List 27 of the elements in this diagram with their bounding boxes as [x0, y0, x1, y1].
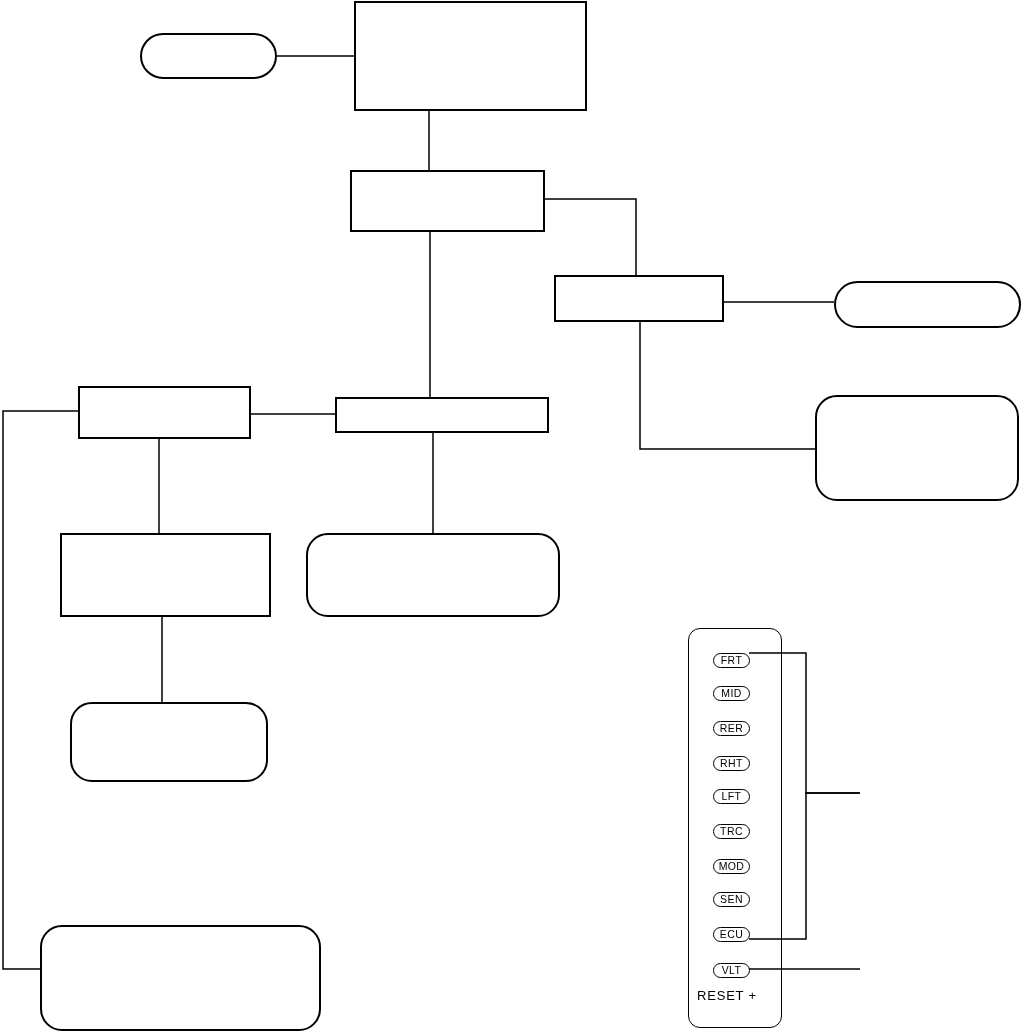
process-box	[335, 397, 549, 433]
connector-line	[428, 110, 430, 171]
process-box	[354, 1, 587, 111]
connector-line	[158, 438, 160, 534]
connector-line	[429, 231, 431, 398]
process-box	[350, 170, 545, 232]
terminal-pill	[140, 33, 277, 79]
connector-line	[723, 301, 835, 303]
process-box	[60, 533, 271, 617]
rounded-box	[306, 533, 560, 617]
connector-line	[544, 198, 637, 276]
connector-line	[250, 413, 336, 415]
connector-line	[161, 616, 163, 703]
connector-line	[276, 55, 355, 57]
connector-line	[432, 432, 434, 534]
connector-line	[2, 410, 79, 970]
terminal-pill	[834, 281, 1021, 328]
leader-line	[748, 968, 861, 970]
leader-line	[748, 792, 861, 940]
rounded-box	[815, 395, 1019, 501]
connector-line	[639, 321, 816, 450]
control-panel	[688, 628, 782, 1028]
process-box	[78, 386, 251, 439]
process-box	[554, 275, 724, 322]
reset-label: RESET +	[697, 989, 757, 1002]
rounded-box	[70, 702, 268, 782]
rounded-box	[40, 925, 321, 1031]
